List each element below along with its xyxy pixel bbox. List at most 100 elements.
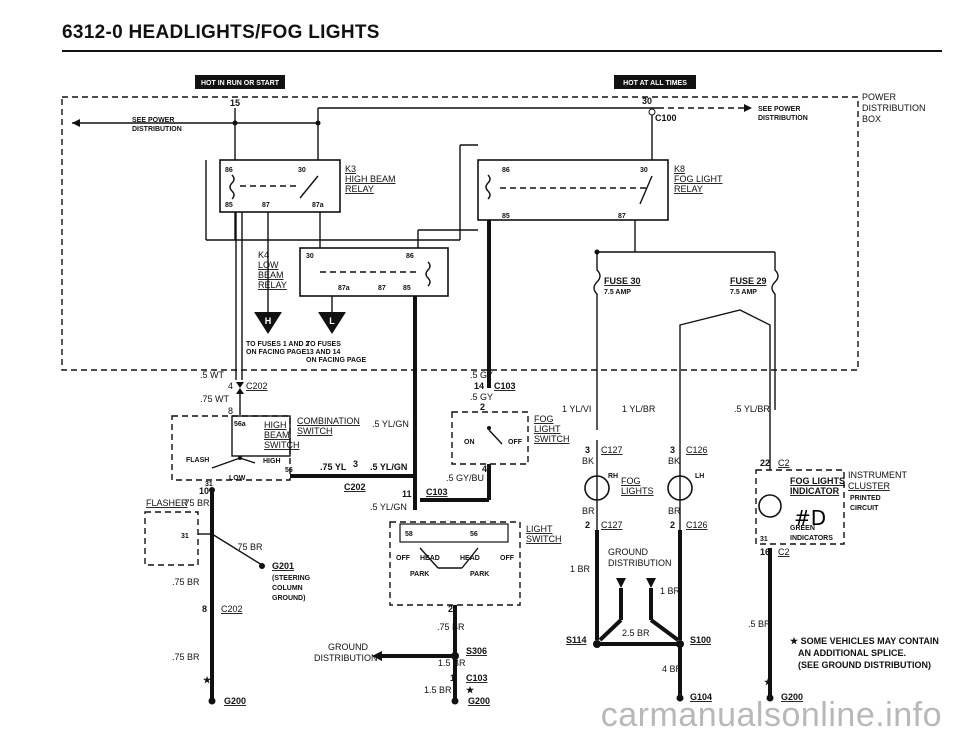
svg-text:85: 85	[502, 213, 510, 220]
pin-8b: 8	[202, 604, 207, 614]
pin-2d: 2	[670, 520, 675, 530]
fog-lamp-lh-icon	[667, 475, 693, 501]
wire-75br-e: .75 BR	[437, 622, 465, 632]
pin-22: 22	[760, 458, 770, 468]
power-distribution-box-outline	[61, 96, 859, 371]
svg-text:31: 31	[760, 536, 768, 543]
bus-15-arrow	[72, 119, 80, 127]
svg-text:OFF: OFF	[396, 555, 411, 562]
pin-3: 3	[353, 459, 358, 469]
fog-lamp-rh-icon	[584, 475, 610, 501]
c103-bot: C103	[466, 673, 488, 683]
fog-switch-3: SWITCH	[534, 434, 570, 444]
rh-label: RH	[608, 473, 618, 480]
wire-4br: 4 BR	[662, 664, 683, 674]
bk-b: BK	[668, 456, 680, 466]
c126-top: C126	[686, 445, 708, 455]
to-fuses-l-3: ON FACING PAGE	[306, 357, 366, 364]
wire-75wt: .75 WT	[200, 394, 230, 404]
c202-top: C202	[246, 381, 268, 391]
printed-2: CIRCUIT	[850, 505, 879, 512]
to-fuses-l-1: TO FUSES	[306, 341, 341, 348]
wire-5br: .5 BR	[748, 619, 771, 629]
wire-5wt: .5 WT	[200, 370, 225, 380]
c127-bot: C127	[601, 520, 623, 530]
hot-all-times-badge: HOT AT ALL TIMES	[614, 75, 696, 89]
c103-mid: C103	[426, 487, 448, 497]
pin-10: 10	[199, 486, 209, 496]
fuse30-label-2: 7.5 AMP	[604, 289, 631, 296]
svg-text:30: 30	[640, 167, 648, 174]
fog-switch-1: FOG	[534, 414, 554, 424]
fog-switch-2: LIGHT	[534, 424, 561, 434]
svg-text:56a: 56a	[234, 421, 246, 428]
light-switch-1: LIGHT	[526, 524, 553, 534]
wire-75br-c: .75 BR	[172, 577, 200, 587]
flasher-label: FLASHER	[146, 498, 188, 508]
h-badge: H	[254, 312, 282, 334]
green-2: INDICATORS	[790, 535, 833, 542]
l-badge: L	[318, 312, 346, 334]
s100: S100	[690, 635, 711, 645]
power-dist-label-3: BOX	[862, 114, 881, 124]
pin-3a: 3	[585, 445, 590, 455]
br-a: BR	[582, 506, 595, 516]
svg-text:31: 31	[181, 533, 189, 540]
fog-light-switch	[451, 411, 529, 465]
pin-4: 4	[228, 381, 233, 391]
g201-1: G201	[272, 561, 294, 571]
svg-text:87: 87	[262, 202, 270, 209]
s306: S306	[466, 646, 487, 656]
c2-top: C2	[778, 458, 790, 468]
svg-text:87a: 87a	[312, 202, 324, 209]
pin-4b: 4	[482, 464, 487, 474]
g201-2: (STEERING	[272, 575, 311, 582]
pin-2c: 2	[585, 520, 590, 530]
k4-label-3: BEAM	[258, 270, 284, 280]
watermark: carmanualsonline.info	[600, 696, 942, 734]
combination-switch	[171, 415, 291, 481]
see-power-left-1: SEE POWER	[132, 117, 174, 124]
indicator-2: INDICATOR	[790, 486, 840, 496]
svg-text:56: 56	[285, 467, 293, 474]
wire-5gy-b: .5 GY	[470, 392, 493, 402]
pin-14: 14	[474, 381, 484, 391]
wire-75br-d: .75 BR	[172, 652, 200, 662]
svg-text:31: 31	[205, 481, 213, 488]
fuse29-label-2: 7.5 AMP	[730, 289, 757, 296]
svg-text:PARK: PARK	[470, 571, 489, 578]
pin-3b: 3	[670, 445, 675, 455]
see-power-left-2: DISTRIBUTION	[132, 126, 182, 133]
pin-2b: 2	[448, 604, 453, 614]
wire-1ylvi: 1 YL/VI	[562, 404, 591, 414]
title-rule	[62, 50, 942, 52]
wire-5ylgn-a: .5 YL/GN	[372, 419, 409, 429]
high-beam-2: BEAM	[264, 430, 290, 440]
svg-text:PARK: PARK	[410, 571, 429, 578]
wire-1br-a: 1 BR	[570, 564, 591, 574]
g201-3: COLUMN	[272, 585, 303, 592]
wire-15br-b: 1.5 BR	[424, 685, 452, 695]
fog-lights-2: LIGHTS	[621, 486, 654, 496]
see-power-right-2: DISTRIBUTION	[758, 115, 808, 122]
svg-text:L: L	[329, 316, 335, 326]
g200-b: G200	[468, 696, 490, 706]
svg-text:86: 86	[225, 167, 233, 174]
k4-label-1: K4	[258, 250, 269, 260]
star-c: ★	[764, 677, 773, 687]
fog-lights-1: FOG	[621, 476, 641, 486]
combination-label-2: SWITCH	[297, 426, 333, 436]
see-power-right-1: SEE POWER	[758, 106, 800, 113]
light-switch-2: SWITCH	[526, 534, 562, 544]
wire-5ylgn-b: .5 YL/GN	[370, 462, 407, 472]
pin-11: 11	[402, 489, 412, 499]
g200-c: G200	[781, 692, 803, 702]
high-beam-3: SWITCH	[264, 440, 300, 450]
pin-16: 16	[760, 547, 770, 557]
power-dist-label-1: POWER	[862, 92, 897, 102]
connector-c100: C100	[655, 113, 677, 123]
star-a: ★	[203, 675, 212, 685]
svg-text:87a: 87a	[338, 285, 350, 292]
k3-label-3: RELAY	[345, 184, 374, 194]
